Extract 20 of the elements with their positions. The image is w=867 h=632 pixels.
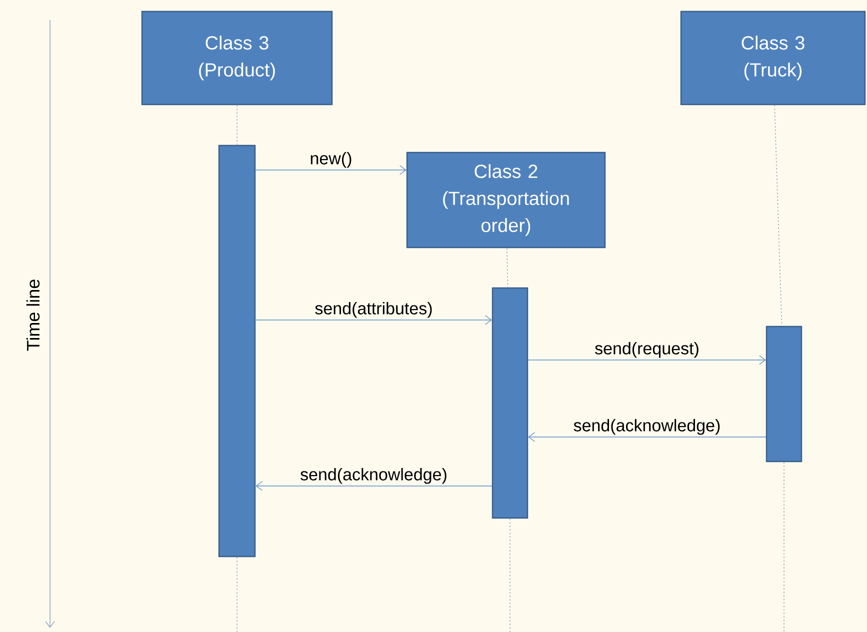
lifeline — [236, 104, 238, 146]
message-label: send(acknowledge) — [299, 466, 448, 485]
message-arrow — [528, 355, 766, 365]
message-arrow — [255, 165, 406, 175]
class-box: Class 2 (Transportation order) — [406, 152, 606, 248]
message-arrow — [256, 481, 492, 491]
message-label: send(acknowledge) — [572, 418, 722, 436]
axis-label: Time line — [24, 276, 42, 354]
lifeline — [774, 104, 782, 326]
message-arrow — [528, 432, 766, 442]
class-box: Class 3 (Product) — [141, 10, 333, 106]
lifeline — [506, 248, 508, 288]
activation-bar — [492, 287, 528, 519]
message-label: send(request) — [594, 340, 700, 359]
activation-bar — [766, 326, 802, 462]
activation-bar — [218, 144, 256, 558]
message-label: new() — [308, 150, 354, 169]
class-box: Class 3 (Truck) — [680, 10, 866, 106]
message-label: send(attributes) — [314, 300, 434, 319]
message-arrow — [255, 315, 492, 325]
